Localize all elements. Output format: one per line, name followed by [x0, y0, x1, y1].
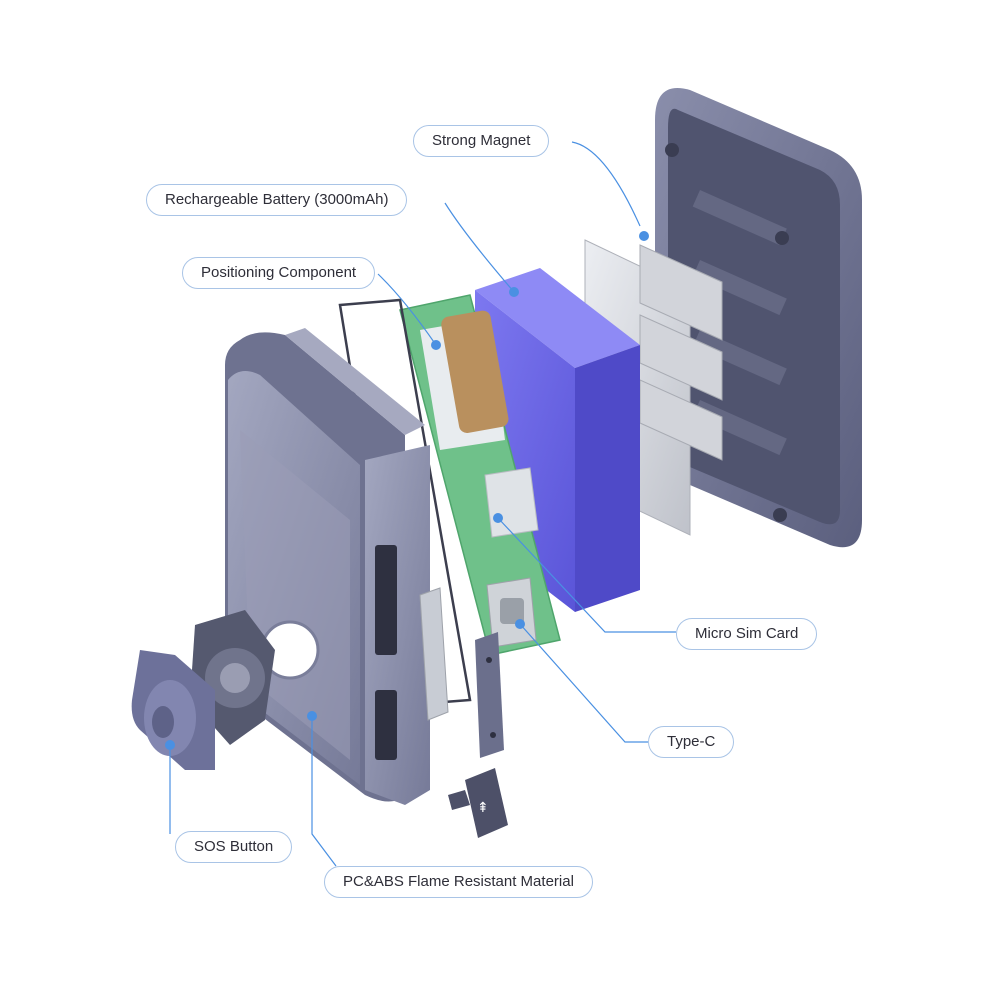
- usb-plug: ⇞: [448, 768, 508, 838]
- sos-button-cap: [131, 650, 215, 770]
- usb-symbol-icon: ⇞: [477, 800, 489, 816]
- leader-micro-sim: [497, 517, 676, 633]
- leader-type-c: [519, 623, 648, 743]
- leader-strong-magnet: [571, 141, 641, 227]
- leader-battery: [444, 202, 515, 293]
- leader-material: [311, 716, 337, 867]
- type-c-connector: [419, 587, 504, 758]
- label-positioning: Positioning Component: [182, 257, 376, 289]
- leader-dots: [165, 231, 649, 750]
- label-battery: Rechargeable Battery (3000mAh): [146, 184, 408, 216]
- label-sos: SOS Button: [175, 831, 293, 863]
- front-shell: [225, 328, 430, 805]
- leader-lines: [169, 141, 676, 867]
- leader-positioning: [377, 273, 437, 346]
- pcb-board: [399, 294, 561, 656]
- label-strong-magnet: Strong Magnet: [413, 125, 550, 157]
- label-material: PC&ABS Flame Resistant Material: [324, 866, 593, 898]
- label-type-c: Type-C: [648, 726, 735, 758]
- label-micro-sim: Micro Sim Card: [676, 618, 818, 650]
